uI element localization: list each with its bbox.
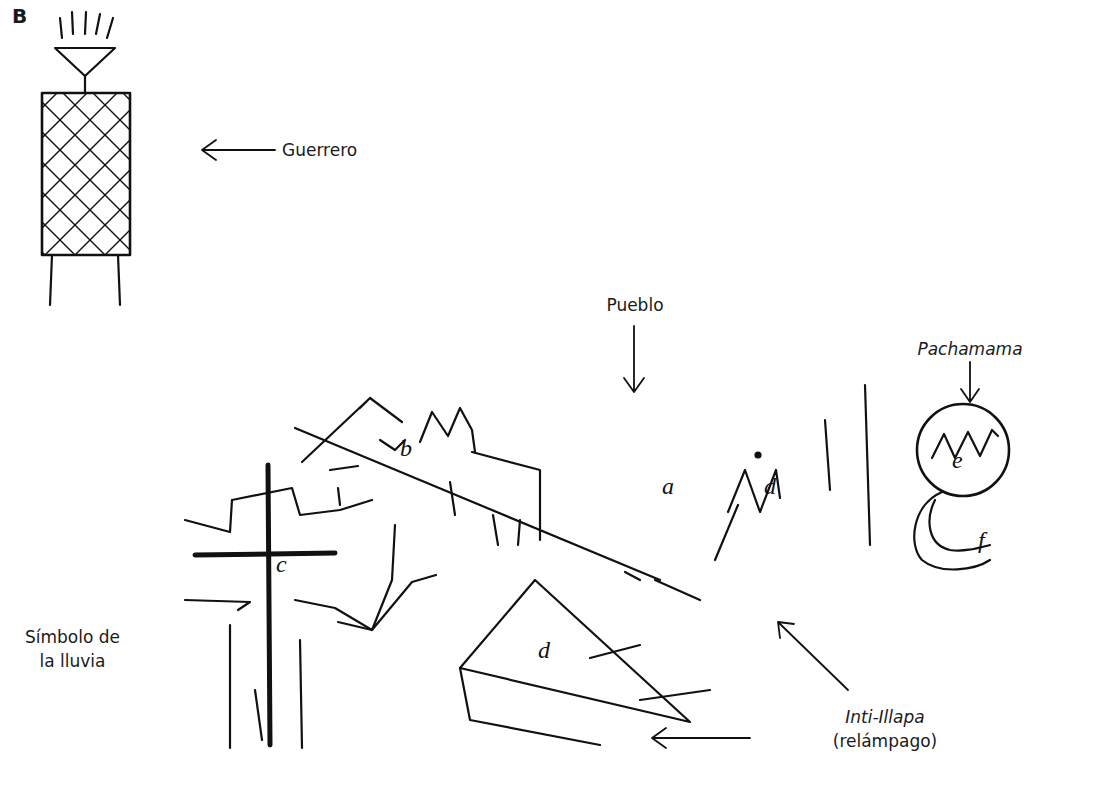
glyph-letter: d <box>764 474 794 498</box>
warrior-figure <box>0 0 180 390</box>
glyph-letter: c <box>276 552 306 576</box>
leader-arrows <box>202 140 979 748</box>
panel-letter: B <box>12 4 52 28</box>
callout-label: Inti-Illapa <box>830 705 940 729</box>
glyph-letter: a <box>662 474 692 498</box>
callout-label: Guerrero <box>282 138 402 162</box>
callout-label: (relámpago) <box>830 729 940 753</box>
callout-label: Pueblo <box>590 293 680 317</box>
glyph-letter: b <box>400 436 430 460</box>
glyph-letter: f <box>978 528 1008 552</box>
glyph-panel <box>185 385 870 748</box>
glyph-letter: e <box>952 448 982 472</box>
pachamama-figure <box>914 404 1009 569</box>
callout-label: Símbolo de la lluvia <box>15 625 130 673</box>
callout-label: Pachamama <box>915 337 1025 361</box>
glyph-letter: d <box>538 638 568 662</box>
